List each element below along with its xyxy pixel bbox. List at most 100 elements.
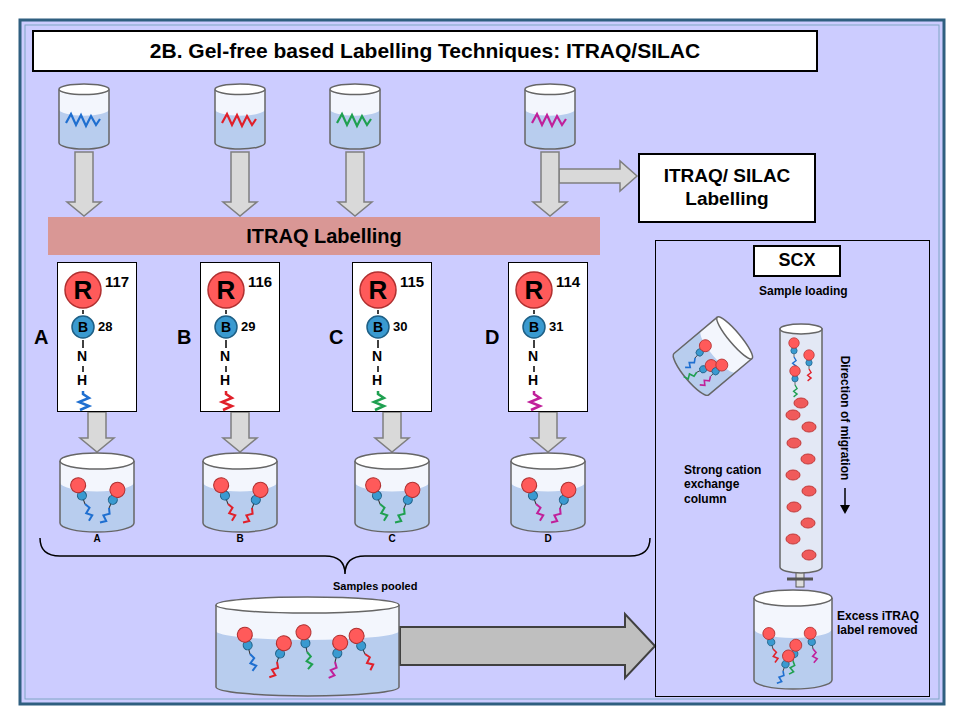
reporter-group: R: [207, 271, 245, 309]
balancer-group: B: [366, 315, 390, 339]
loading-beaker: Sample loading: [663, 306, 763, 406]
resin-bead: [802, 486, 816, 496]
down-arrows: [67, 152, 637, 216]
node-shape: [59, 452, 135, 532]
tilted-beaker: [667, 313, 757, 400]
labelled-peptide: [790, 366, 801, 397]
atom-symbol: H: [77, 372, 87, 388]
reporter-mass: 116: [248, 274, 272, 290]
beaker-body: [330, 89, 380, 149]
bond: [82, 340, 84, 348]
sample-beaker: A: [59, 452, 135, 532]
node-text: Samples pooled: [333, 580, 417, 593]
beaker-wall: [355, 461, 429, 532]
labelled-peptide: [212, 476, 241, 523]
atom-symbol: H: [372, 372, 382, 388]
node-shape: [753, 589, 833, 689]
text-holder: A: [59, 533, 135, 545]
sample-beaker-top: [215, 84, 265, 149]
labelled-peptide: [546, 480, 578, 527]
node-text: Sample loading: [759, 284, 848, 298]
text-holder: D: [485, 325, 499, 349]
title-text: 2B. Gel-free based Labelling Techniques:…: [150, 39, 700, 63]
atom-symbol: N: [220, 348, 230, 364]
resin-bead: [786, 534, 800, 544]
block-arrow: [375, 412, 409, 452]
beaker-body: [754, 598, 832, 689]
bond: [82, 366, 84, 372]
bond: [533, 366, 535, 372]
node-text: C: [329, 325, 343, 349]
reporter-group: R: [515, 271, 553, 309]
text-holder: Excess iTRAQ label removed: [837, 609, 925, 638]
sample-beaker: B: [202, 452, 278, 532]
label-holder: H: [220, 372, 230, 388]
labelled-peptide: [347, 626, 379, 673]
node-shape: [202, 452, 278, 532]
group-circle: [208, 272, 244, 308]
node-text: B: [177, 325, 191, 349]
balancer-mass: 28: [98, 319, 112, 335]
labelled-peptide: [264, 634, 293, 681]
labelled-peptide: [804, 350, 815, 381]
node-text: Excess iTRAQ label removed: [837, 609, 925, 638]
beaker-rim: [215, 84, 265, 94]
label-holder: Direction of migration: [837, 348, 853, 488]
pooled-beaker: Samples pooled: [215, 596, 400, 696]
atom-symbol: H: [528, 372, 538, 388]
text-holder: C: [354, 533, 430, 545]
reporter-mass: 115: [400, 274, 424, 290]
atom-symbol: N: [77, 348, 87, 364]
node-text: R: [217, 277, 236, 303]
labelled-peptide: [762, 626, 783, 663]
title-box: 2B. Gel-free based Labelling Techniques:…: [32, 30, 818, 72]
label-holder: N: [77, 348, 87, 364]
labelled-peptide: [95, 480, 127, 527]
label-holder: N: [528, 348, 538, 364]
beaker-rim: [525, 84, 575, 94]
node-text: R: [525, 277, 544, 303]
balancer-group: B: [522, 315, 546, 339]
node-text: D: [510, 533, 586, 545]
beaker-body: [525, 89, 575, 149]
resin-bead: [794, 398, 808, 408]
reporter-mass: 114: [556, 274, 580, 290]
bond: [533, 340, 535, 348]
group-circle: [367, 316, 389, 338]
balancer-mass: 29: [241, 319, 255, 335]
block-arrow: [533, 152, 567, 216]
node-shape: [663, 306, 763, 406]
block-arrow: [400, 614, 655, 678]
node-text: A: [59, 533, 135, 545]
beaker-wall: [754, 598, 832, 689]
text-holder: B: [221, 320, 231, 334]
beaker-body: [60, 461, 134, 532]
sample-beaker: D: [510, 452, 586, 532]
block-arrow: [223, 412, 257, 452]
labelled-peptide: [803, 626, 821, 663]
beaker-body: [215, 89, 265, 149]
stopcock-handle: [787, 578, 813, 581]
bond: [82, 310, 84, 314]
text-holder: R: [74, 277, 93, 303]
beaker-body: [355, 461, 429, 532]
group-circle: [72, 316, 94, 338]
beaker-body: [511, 461, 585, 532]
resin-bead: [786, 410, 800, 420]
text-holder: ITRAQ/ SILAC Labelling: [648, 165, 806, 211]
migration-arrow: [844, 488, 846, 506]
beaker-wall: [203, 461, 277, 532]
bond: [377, 340, 379, 348]
node-text: B: [221, 320, 231, 334]
bond: [225, 340, 227, 348]
text-holder: B: [78, 320, 88, 334]
text-holder: R: [369, 277, 388, 303]
text-holder: A: [34, 325, 48, 349]
beaker-rim: [203, 453, 277, 469]
beaker-liquid: [215, 109, 265, 149]
outer-frame: [20, 20, 944, 704]
bond: [377, 310, 379, 314]
beaker-rim: [59, 84, 109, 94]
node-text: B: [373, 320, 383, 334]
resin-bead: [801, 454, 815, 464]
